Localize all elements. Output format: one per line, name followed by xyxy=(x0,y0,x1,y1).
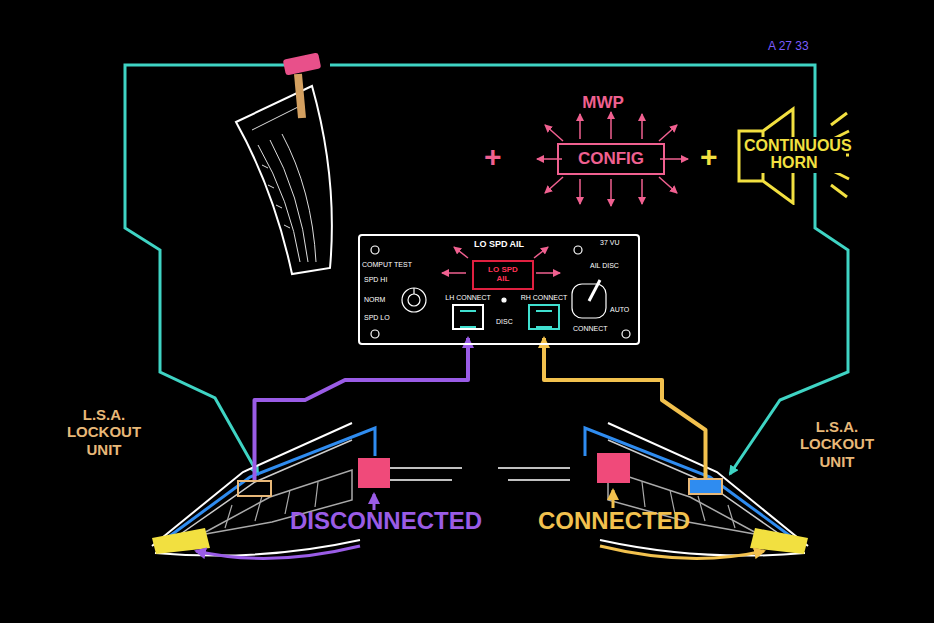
panel-label: COMPUT TEST xyxy=(362,261,412,269)
switch-rocker xyxy=(460,310,476,328)
horn-speaker: CONTINUOUS HORN xyxy=(737,105,851,205)
state-label: DISCONNECTED xyxy=(290,508,482,534)
illustration-stroke xyxy=(659,125,677,141)
illustration-stroke xyxy=(152,423,462,556)
illustration-stroke xyxy=(408,294,420,306)
rh-connect-switch: RH CONNECT xyxy=(516,294,572,338)
panel-label: DISC xyxy=(496,318,513,326)
illustration-stroke xyxy=(371,246,379,254)
illustration-stroke xyxy=(641,114,643,139)
illustration-stroke xyxy=(413,288,414,294)
signal-wire xyxy=(255,338,469,480)
panel-label: SPD LO xyxy=(364,314,390,322)
illustration-stroke xyxy=(283,52,322,75)
node-text: CONTINUOUS HORN xyxy=(742,137,846,173)
illustration-stroke xyxy=(579,179,581,204)
config-warning-box: MWPCONFIG xyxy=(557,143,665,175)
warning-light: LO SPD AIL xyxy=(472,260,534,290)
illustration-stroke xyxy=(498,423,808,556)
illustration-stroke xyxy=(252,104,316,262)
lockout-unit: L.S.A. LOCKOUT UNIT xyxy=(237,480,272,497)
illustration-stroke xyxy=(330,65,848,474)
panel-label: 37 VU xyxy=(600,239,619,247)
illustration-stroke xyxy=(545,177,563,193)
illustration-stroke xyxy=(371,330,379,338)
illustration-stroke xyxy=(659,177,677,193)
text-label: A 27 33 xyxy=(768,40,809,53)
lockout-unit: L.S.A. LOCKOUT UNIT xyxy=(688,478,723,495)
illustration-stroke xyxy=(236,86,332,274)
illustration-stroke xyxy=(442,272,466,274)
illustration-stroke xyxy=(641,179,643,204)
flap-lever xyxy=(236,52,332,274)
node-text: MWP xyxy=(549,93,657,113)
node-text: CONFIG xyxy=(578,149,644,169)
panel-label: CONNECT xyxy=(573,325,608,333)
illustration-stroke xyxy=(612,490,615,508)
node-text: L.S.A. LOCKOUT UNIT xyxy=(57,406,151,458)
panel-label: NORM xyxy=(364,296,385,304)
lh-connect-switch: LH CONNECT xyxy=(440,294,496,338)
illustration-stroke xyxy=(262,165,290,228)
signal-wire xyxy=(544,338,706,478)
node-text: LO SPD AIL xyxy=(485,266,521,284)
illustration-stroke xyxy=(579,114,581,139)
illustration-stroke xyxy=(358,458,390,488)
toggle-switch xyxy=(528,304,560,330)
plus-sign: + xyxy=(700,140,718,173)
illustration-stroke xyxy=(298,74,302,118)
switch-rocker xyxy=(536,310,552,328)
illustration-stroke xyxy=(402,288,426,312)
illustration-stroke xyxy=(574,246,582,254)
toggle-switch xyxy=(452,304,484,330)
illustration-stroke xyxy=(600,546,764,558)
node-text: RH CONNECT xyxy=(516,294,572,301)
illustration-stroke xyxy=(589,280,600,301)
illustration-stroke xyxy=(454,247,468,258)
illustration-stroke xyxy=(534,247,548,258)
plus-sign: + xyxy=(484,140,502,173)
illustration-stroke xyxy=(502,298,506,302)
panel-hardware xyxy=(371,246,630,338)
panel-label: AUTO xyxy=(610,306,629,314)
illustration-stroke xyxy=(610,112,612,139)
node-text: LO SPD AIL xyxy=(360,236,638,249)
state-label: CONNECTED xyxy=(538,508,690,534)
node-text: L.S.A. LOCKOUT UNIT xyxy=(790,418,884,470)
illustration-stroke xyxy=(536,272,560,274)
illustration-stroke xyxy=(545,125,563,141)
node-text: LH CONNECT xyxy=(440,294,496,301)
illustration-stroke xyxy=(622,330,630,338)
illustration-stroke xyxy=(610,179,612,206)
panel-label: SPD HI xyxy=(364,276,387,284)
illustration-stroke xyxy=(196,546,360,558)
illustration-stroke xyxy=(597,453,630,483)
panel-label: AIL DISC xyxy=(590,262,619,270)
speaker-outline xyxy=(739,109,849,203)
